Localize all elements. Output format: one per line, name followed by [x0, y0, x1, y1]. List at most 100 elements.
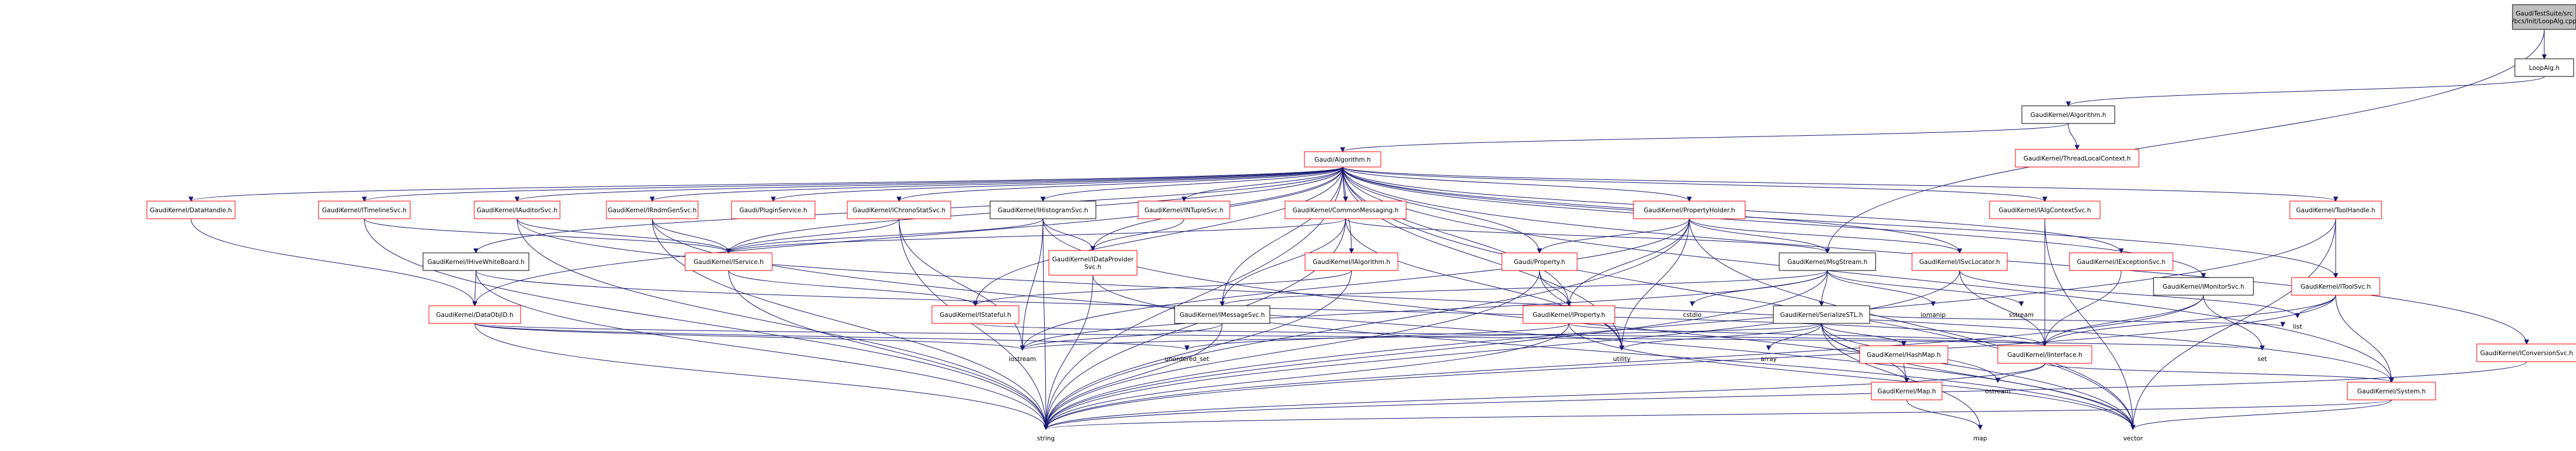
node-imessage[interactable]: GaudiKernel/IMessageSvc.h — [1174, 305, 1270, 324]
node-itoolhandle[interactable]: GaudiKernel/ToolHandle.h — [2289, 201, 2382, 219]
edge-msgstream-to-string — [1043, 270, 1828, 430]
node-label: GaudiTestSuite/src — [2515, 11, 2572, 18]
edge-ihisto-to-string — [1042, 218, 1049, 430]
node-vector: vector — [2123, 435, 2143, 442]
node-isvclocator[interactable]: GaudiKernel/ISvcLocator.h — [1911, 252, 2008, 271]
node-algorithm[interactable]: GaudiKernel/Algorithm.h — [2021, 105, 2115, 124]
edge-hashmap-to-gkmap — [1903, 363, 1910, 383]
edge-loopalg-to-algorithm — [2065, 76, 2545, 107]
node-label: GaudiKernel/IDataProvider — [1052, 256, 1134, 263]
node-hashmap[interactable]: GaudiKernel/HashMap.h — [1859, 345, 1948, 364]
node-itoolsvc[interactable]: GaudiKernel/IToolSvc.h — [2291, 277, 2380, 296]
edge-iproperty-to-vector — [1568, 323, 2136, 430]
edge-gaudialg-to-iproperty — [1342, 166, 1572, 307]
node-label: array — [1760, 356, 1777, 363]
node-iostream: iostream — [1009, 356, 1036, 363]
edge-gaudialg-to-ichrono — [896, 166, 1343, 202]
edge-gproperty-to-iproperty — [1539, 270, 1572, 307]
node-label: GaudiKernel/IExceptionSvc.h — [2077, 259, 2166, 266]
edge-root-to-msgstream — [1824, 29, 2545, 254]
node-serialize[interactable]: GaudiKernel/SerializeSTL.h — [1773, 305, 1870, 324]
node-iplugin[interactable]: Gaudi/PluginService.h — [731, 201, 816, 219]
node-label: Svc.h — [1085, 264, 1102, 271]
node-label: GaudiKernel/IAuditorSvc.h — [477, 207, 557, 214]
node-iservice[interactable]: GaudiKernel/IService.h — [685, 252, 773, 271]
edge-iproperty-to-iinterface — [1568, 323, 2048, 347]
node-label: Gaudi/PluginService.h — [739, 207, 807, 214]
edge-dataobjid-to-set — [474, 323, 2265, 351]
node-label: vector — [2123, 435, 2143, 442]
edge-propholder-to-string — [1043, 218, 1690, 430]
edge-algorithm-to-gaudialg — [1340, 123, 2069, 153]
node-commonmsg[interactable]: GaudiKernel/CommonMessaging.h — [1284, 201, 1407, 219]
node-label: Gaudi/Property.h — [1514, 259, 1565, 266]
node-label: map — [1973, 435, 1987, 442]
node-ihisto[interactable]: GaudiKernel/IHistogramSvc.h — [990, 201, 1096, 219]
edge-propholder-to-iostream — [1019, 218, 1690, 351]
node-label: GaudiKernel/IHiveWhiteBoard.h — [427, 259, 524, 266]
node-threadlocal[interactable]: GaudiKernel/ThreadLocalContext.h — [2015, 149, 2139, 168]
node-label: GaudiKernel/IAlgorithm.h — [1313, 259, 1390, 266]
node-iproperty[interactable]: GaudiKernel/IProperty.h — [1522, 305, 1615, 324]
node-iinterface[interactable]: GaudiKernel/IInterface.h — [1997, 345, 2092, 364]
node-iauditor[interactable]: GaudiKernel/IAuditorSvc.h — [474, 201, 561, 219]
node-label: GaudiKernel/INTupleSvc.h — [1145, 207, 1223, 214]
node-label: GaudiKernel/IProperty.h — [1532, 312, 1605, 319]
node-intuple[interactable]: GaudiKernel/INTupleSvc.h — [1138, 201, 1230, 219]
edge-algorithm-to-threadlocal — [2068, 123, 2080, 151]
node-iexception[interactable]: GaudiKernel/IExceptionSvc.h — [2069, 252, 2174, 271]
node-itimeline[interactable]: GaudiKernel/ITimelineSvc.h — [318, 201, 411, 219]
edge-iproperty-to-unordered_set — [1184, 323, 1569, 351]
node-gaudialg[interactable]: Gaudi/Algorithm.h — [1304, 151, 1381, 168]
node-label: iostream — [1009, 356, 1036, 363]
node-gproperty[interactable]: Gaudi/Property.h — [1501, 252, 1578, 271]
node-label: GaudiKernel/IService.h — [693, 259, 763, 266]
node-irndm[interactable]: GaudiKernel/IRndmGenSvc.h — [606, 201, 699, 219]
edge-gaudialg-to-datahandle — [188, 166, 1343, 202]
node-gkmap[interactable]: GaudiKernel/Map.h — [1871, 382, 1943, 400]
edge-gaudialg-to-iplugin — [770, 166, 1343, 202]
node-map: map — [1973, 435, 1987, 442]
node-system[interactable]: GaudiKernel/System.h — [2347, 382, 2436, 400]
node-label: GaudiKernel/IAlgContextSvc.h — [1999, 207, 2091, 214]
edge-irndm-to-string — [652, 218, 1049, 430]
edge-gaudialg-to-iauditor — [514, 166, 1343, 202]
edge-gaudialg-to-propholder — [1342, 166, 1692, 202]
node-dataobjid[interactable]: GaudiKernel/DataObjID.h — [428, 305, 521, 324]
node-imonitor[interactable]: GaudiKernel/IMonitorSvc.h — [2153, 277, 2254, 296]
node-msgstream[interactable]: GaudiKernel/MsgStream.h — [1779, 252, 1876, 271]
node-label: GaudiKernel/IMonitorSvc.h — [2163, 283, 2245, 290]
node-propholder[interactable]: GaudiKernel/PropertyHolder.h — [1633, 201, 1746, 219]
edge-serialize-to-array — [1766, 323, 1822, 351]
node-ialgorithm[interactable]: GaudiKernel/IAlgorithm.h — [1304, 252, 1398, 271]
edge-intuple-to-idataprovider — [1090, 218, 1185, 252]
node-datahandle[interactable]: GaudiKernel/DataHandle.h — [146, 201, 236, 219]
node-ihive[interactable]: GaudiKernel/IHiveWhiteBoard.h — [422, 252, 529, 271]
edge-ihisto-to-vector — [1042, 218, 2136, 430]
edge-iauditor-to-system — [516, 218, 2394, 383]
node-label: cstdio — [1683, 312, 1701, 319]
node-sstream: sstream — [2009, 312, 2034, 319]
node-istateful[interactable]: GaudiKernel/IStateful.h — [931, 305, 1019, 324]
node-label: utility — [1613, 356, 1631, 363]
node-set: set — [2258, 356, 2267, 363]
node-ichrono[interactable]: GaudiKernel/IChronoStatSvc.h — [847, 201, 951, 219]
node-label: GaudiKernel/IInterface.h — [2007, 352, 2082, 359]
node-ialgctx[interactable]: GaudiKernel/IAlgContextSvc.h — [1989, 201, 2101, 219]
edge-commonmsg-to-iservice — [726, 218, 1346, 254]
edge-iservice-to-string — [728, 270, 1049, 430]
edge-dataobjid-to-iostream — [474, 323, 1025, 351]
node-iconversion[interactable]: GaudiKernel/IConversionSvc.h — [2476, 343, 2576, 362]
edge-msgstream-to-serialize — [1819, 270, 1828, 307]
edge-gaudialg-to-ialgctx — [1342, 166, 2048, 202]
node-label: GaudiKernel/SerializeSTL.h — [1780, 312, 1863, 319]
edge-iinterface-to-ostream — [1995, 363, 2045, 383]
edge-serialize-to-iostream — [1019, 323, 1822, 351]
node-label: GaudiKernel/IStateful.h — [940, 312, 1011, 319]
node-label: sstream — [2009, 312, 2034, 319]
node-ostream: ostream — [1985, 388, 2010, 395]
edge-ialgorithm-to-istateful — [972, 270, 1352, 307]
edge-gaudialg-to-dataobjid — [472, 166, 1343, 307]
node-loopalg[interactable]: LoopAlg.h — [2514, 58, 2574, 77]
